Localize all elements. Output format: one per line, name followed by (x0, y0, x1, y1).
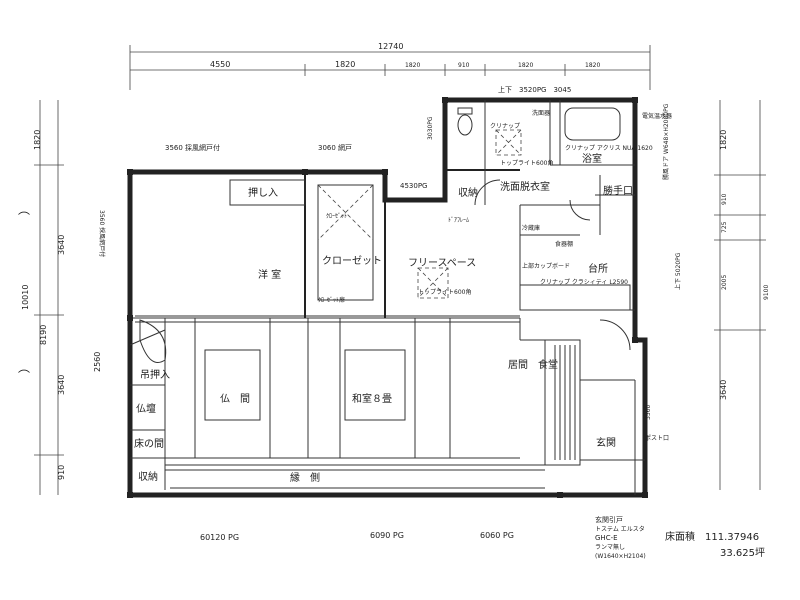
note-bath-unit: 電気温水器 (642, 112, 672, 120)
room-japanese: 和室８畳 (352, 392, 392, 405)
room-labels: 洋 室 クローゼット フリースペース 押し入 収納 洗面脱衣室 浴室 勝手口 台… (134, 152, 633, 484)
floor-area-value: 111.37946 (705, 532, 759, 543)
note-vanity: 洗面器 (532, 109, 550, 117)
north-mark-bottom: ⌒ (18, 369, 30, 383)
dim-top-seg-6: 1820 (585, 62, 600, 69)
entrance-door-model: GHC-E (595, 534, 618, 542)
note-bottom-fitting-3: 6060 PG (480, 531, 514, 540)
room-washroom: 洗面脱衣室 (500, 180, 550, 193)
entrance-door-title: 玄関引戸 (595, 515, 623, 524)
note-bottom-fitting-1: 60120 PG (200, 533, 239, 542)
walls (127, 97, 648, 498)
dim-top-seg-5: 1820 (518, 62, 533, 69)
note-closet-bottom: ｸﾛｰｾﾞｯﾄ扉 (318, 296, 345, 304)
note-top-mid-fitting: 3060 網戸 (318, 143, 352, 152)
note-bottom-fitting-2: 6090 PG (370, 531, 404, 540)
room-living-dining: 居間 食堂 (508, 358, 558, 371)
left-dimensions: 1820 3640 10010 8190 3640 910 2560 ⌒ ⌒ (18, 100, 102, 495)
room-free-space: フリースペース (408, 258, 476, 269)
note-toilet-room: クリナップ (490, 123, 520, 130)
floor-area: 床面積 111.37946 33.625坪 (665, 530, 765, 559)
room-hanging-closet: 吊押入 (140, 368, 170, 381)
room-storage-bottom: 収納 (138, 470, 158, 483)
note-kitchen-top: 上部カップボード (522, 262, 570, 270)
note-left-side-fitting: 3560 採風網戸付 (98, 210, 106, 257)
room-veranda: 縁 側 (290, 471, 320, 484)
right-dimensions: 1820 910 725 2005 9100 3640 3560 (645, 100, 770, 490)
note-kitchen-shelf: 食器棚 (555, 240, 573, 248)
room-oshiire: 押し入 (248, 186, 278, 199)
entrance-door-size: (W1640×H2104) (595, 553, 646, 560)
dim-right-1820: 1820 (719, 130, 728, 150)
entrance-door-spec: トステム エルスタ (595, 525, 645, 533)
room-closet: クローゼット (322, 255, 382, 267)
dim-left-3640a: 3640 (57, 235, 66, 255)
dim-left-910: 910 (57, 465, 66, 480)
note-closet-top: ｸﾛｰｾﾞｯﾄ (326, 213, 347, 220)
floor-area-label: 床面積 (665, 530, 695, 543)
dim-top-seg-3: 1820 (405, 62, 420, 69)
entrance-door-lock: ランマ無し (595, 543, 625, 551)
dim-right-910: 910 (721, 193, 728, 205)
note-hatch: トップライト600角 (418, 288, 471, 296)
dim-left-1820: 1820 (33, 130, 42, 150)
top-dimensions: 12740 4550 1820 1820 910 1820 1820 (129, 42, 651, 90)
note-bath-top: 上下 3520PG 3045 (498, 85, 571, 94)
dim-total-width: 12740 (378, 42, 403, 51)
dim-top-seg-4: 910 (458, 62, 470, 69)
dim-left-10010: 10010 (21, 285, 30, 310)
dim-left-2560: 2560 (93, 352, 102, 372)
room-bathroom: 浴室 (582, 152, 602, 165)
dim-top-seg-1: 4550 (210, 60, 230, 69)
note-right-window: 上下 5020PG (674, 252, 682, 290)
room-storage-top: 収納 (458, 186, 478, 199)
room-tokonoma: 床の間 (134, 437, 164, 450)
dim-right-9100: 9100 (763, 285, 770, 300)
room-entrance: 玄関 (596, 436, 616, 449)
dim-right-2005: 2005 (721, 275, 728, 290)
dim-right-3640: 3640 (719, 380, 728, 400)
note-wash-hatch: トップライト600角 (500, 159, 553, 167)
note-bath-notes: クリナップ アクリス NUA 1620 (565, 145, 653, 152)
note-kitchen-unit: クリナップ クラシィティ L2590 (540, 279, 628, 286)
room-western: 洋 室 (258, 268, 281, 281)
room-buddhist: 仏 間 (220, 393, 250, 405)
dim-top-seg-2: 1820 (335, 60, 355, 69)
room-kitchen: 台所 (588, 262, 608, 275)
dim-right-725: 725 (721, 221, 728, 233)
note-kitchen-corner: 冷蔵庫 (522, 224, 540, 232)
note-right-door: 勝風ドア W648×H2000PG (662, 103, 670, 180)
note-bath-left: 3030PG (427, 116, 434, 140)
note-post-box: ポスト口 (645, 434, 669, 442)
note-top-left-fitting: 3560 採風網戸付 (165, 143, 220, 152)
dim-right-3560: 3560 (645, 405, 652, 420)
note-free-door: ﾄﾞｱﾌﾚｰﾑ (448, 217, 469, 224)
dim-left-8190: 8190 (39, 325, 48, 345)
floor-area-tsubo: 33.625坪 (720, 546, 765, 559)
note-mid-fitting: 4530PG (400, 182, 427, 190)
dim-left-3640b: 3640 (57, 375, 66, 395)
room-butsudan: 仏壇 (136, 402, 156, 415)
room-back-door: 勝手口 (603, 184, 633, 197)
fitting-notes: 3560 採風網戸付 3060 網戸 4530PG 3560 採風網戸付 上下 … (98, 85, 682, 542)
north-mark-top: ⌒ (18, 211, 30, 225)
entrance-door-spec: 玄関引戸 トステム エルスタ GHC-E ランマ無し (W1640×H2104) (595, 515, 646, 560)
